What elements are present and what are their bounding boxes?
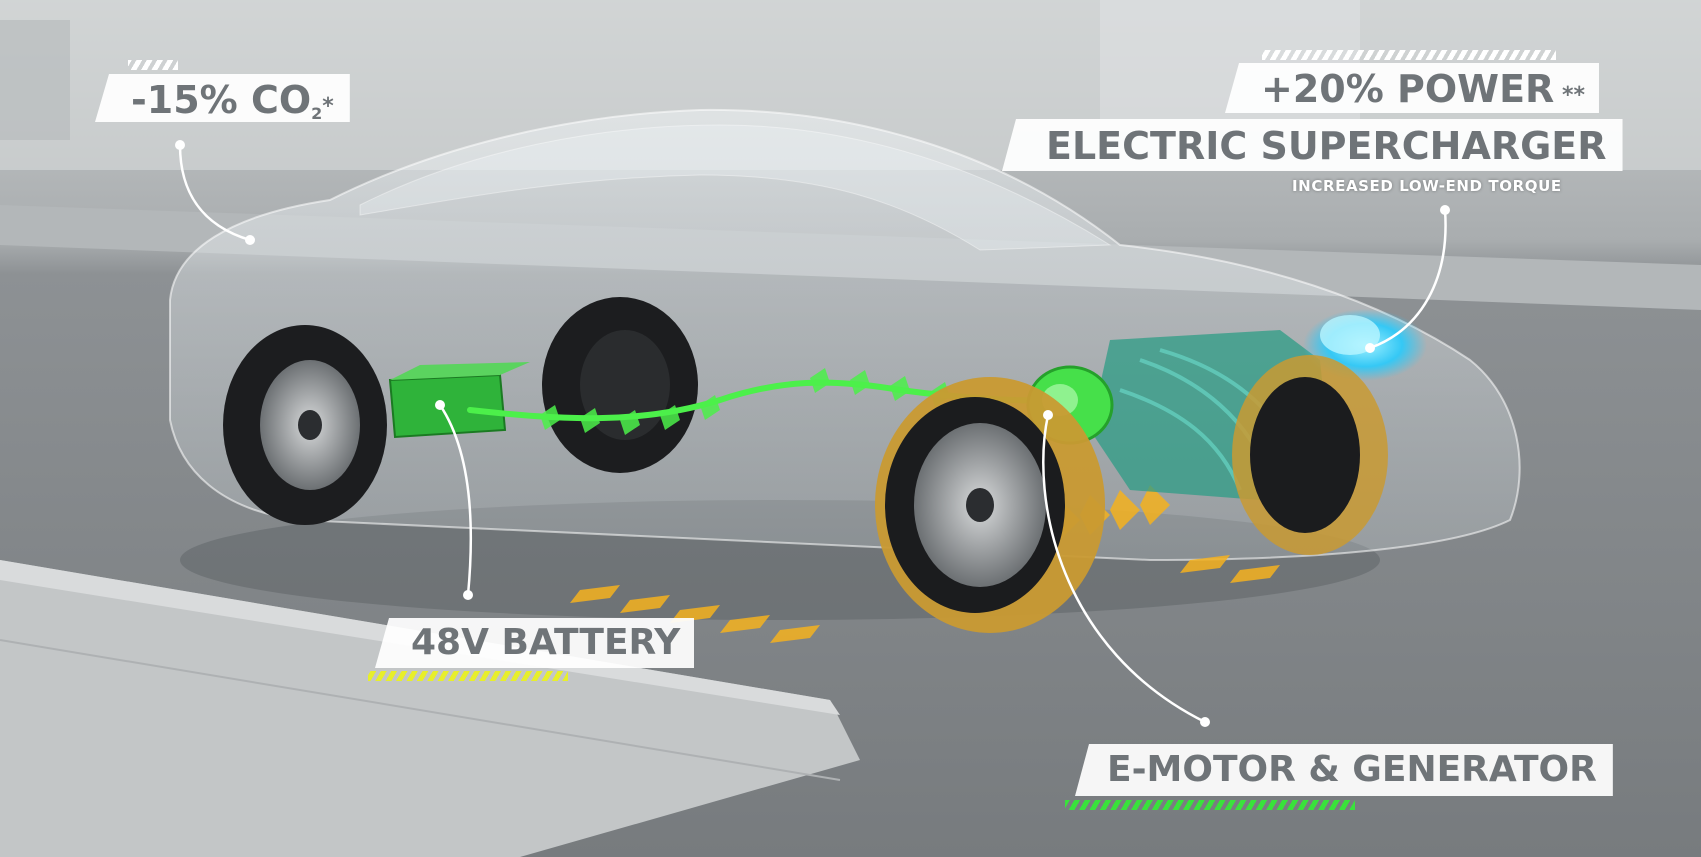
callout-leader-lines (178, 144, 1447, 724)
rear-left-wheel (223, 325, 387, 525)
co2-callout: -15% CO2* (95, 74, 350, 122)
battery-callout: 48V BATTERY (375, 618, 695, 668)
co2-subscript: 2 (311, 104, 323, 123)
supercharger-callout: ELECTRIC SUPERCHARGER (1002, 119, 1623, 171)
callout-anchor-dots (175, 140, 1450, 727)
power-footnote-mark: ** (1554, 83, 1585, 108)
battery-block (388, 373, 507, 439)
emotor-callout: E-MOTOR & GENERATOR (1075, 744, 1613, 796)
emotor-accent-stripe (1065, 800, 1355, 810)
energy-flow-arrows (540, 368, 950, 435)
power-callout: +20% POWER ** (1225, 63, 1599, 113)
power-stripe (1262, 50, 1556, 60)
co2-stripe (128, 60, 178, 70)
power-label: +20% POWER (1261, 67, 1555, 111)
supercharger-label: ELECTRIC SUPERCHARGER (1046, 124, 1607, 168)
supercharger-subtitle: INCREASED LOW-END TORQUE (1292, 177, 1562, 195)
co2-footnote-mark: * (322, 94, 334, 119)
emotor-label: E-MOTOR & GENERATOR (1107, 749, 1597, 790)
rear-right-wheel (542, 297, 698, 473)
car-window (359, 124, 1112, 251)
front-left-wheel (875, 377, 1105, 633)
near-sidewalk (0, 560, 860, 857)
front-right-wheel (1232, 355, 1388, 555)
battery-label: 48V BATTERY (411, 622, 681, 663)
battery-accent-stripe (368, 671, 568, 681)
co2-label: -15% CO (131, 78, 312, 122)
